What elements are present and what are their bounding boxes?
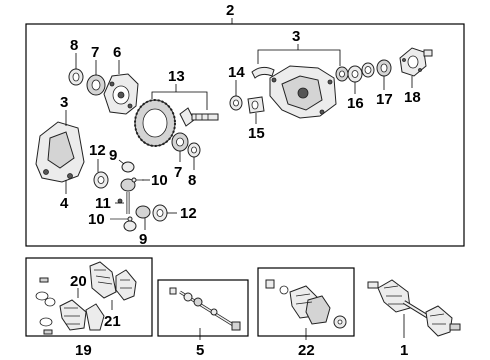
callout-13: 13 (168, 68, 185, 85)
callout-3-left: 3 (60, 94, 68, 111)
callout-21: 21 (104, 313, 121, 330)
callout-7-lower: 7 (174, 164, 182, 181)
callout-12-lower: 12 (180, 205, 197, 222)
part-16-bearing (347, 65, 363, 83)
boot-kit-group: 20 21 19 (25, 257, 153, 359)
part-14-washer (229, 95, 243, 111)
callout-12-upper: 12 (89, 142, 106, 159)
part-6-differential-case (103, 73, 139, 115)
callout-19: 19 (75, 342, 92, 359)
callout-9-lower: 9 (139, 231, 147, 248)
callout-10-lower: 10 (88, 211, 105, 228)
inner-shaft-group: 5 (157, 279, 249, 359)
callout-17: 17 (376, 91, 393, 108)
callout-3-upper: 3 (292, 28, 300, 45)
callout-1: 1 (400, 342, 408, 359)
callout-9-upper: 9 (109, 147, 117, 164)
part-13-ring-pinion-gear (134, 99, 219, 147)
part-7-bearing-lower (171, 132, 189, 152)
part-bearing-small (335, 66, 349, 82)
main-assembly-frame (25, 23, 465, 247)
callout-22: 22 (298, 342, 315, 359)
part-18-companion-flange (399, 47, 433, 77)
callout-6: 6 (113, 44, 121, 61)
callout-8-lower: 8 (188, 172, 196, 189)
callout-7: 7 (91, 44, 99, 61)
part-17-oil-seal (376, 59, 392, 77)
callout-14: 14 (228, 64, 245, 81)
part-8-washer-lower (187, 142, 201, 158)
outer-joint-group: 22 (257, 267, 355, 359)
callout-18: 18 (404, 89, 421, 106)
callout-20: 20 (70, 273, 87, 290)
part-3-mount-bracket (35, 121, 85, 183)
differential-assembly-group: 2 8 7 6 (25, 2, 465, 248)
part-9-pinion-gear (120, 161, 136, 192)
part-11-pinion-shaft (117, 192, 130, 214)
callout-2: 2 (226, 2, 234, 19)
callout-4: 4 (60, 195, 69, 212)
part-7-bearing (86, 74, 106, 96)
callout-11: 11 (95, 195, 111, 212)
part-seal (361, 62, 375, 78)
callout-10-upper: 10 (151, 172, 168, 189)
part-8-washer (68, 68, 84, 86)
part-12-side-gear-lower (152, 204, 168, 222)
callout-8: 8 (70, 37, 78, 54)
callout-5: 5 (196, 342, 204, 359)
callout-15: 15 (248, 125, 265, 142)
part-1-axle-shaft: 1 (367, 279, 461, 359)
part-9-pinion-gear-lower (123, 205, 151, 232)
callout-16: 16 (347, 95, 364, 112)
boot-kit-frame (25, 257, 153, 337)
part-15-spacer (247, 96, 265, 114)
part-12-side-gear (93, 171, 109, 189)
part-3-carrier-housing (251, 65, 337, 119)
inner-shaft-frame (157, 279, 249, 337)
part-10-thrust-washer-lower (110, 216, 133, 222)
